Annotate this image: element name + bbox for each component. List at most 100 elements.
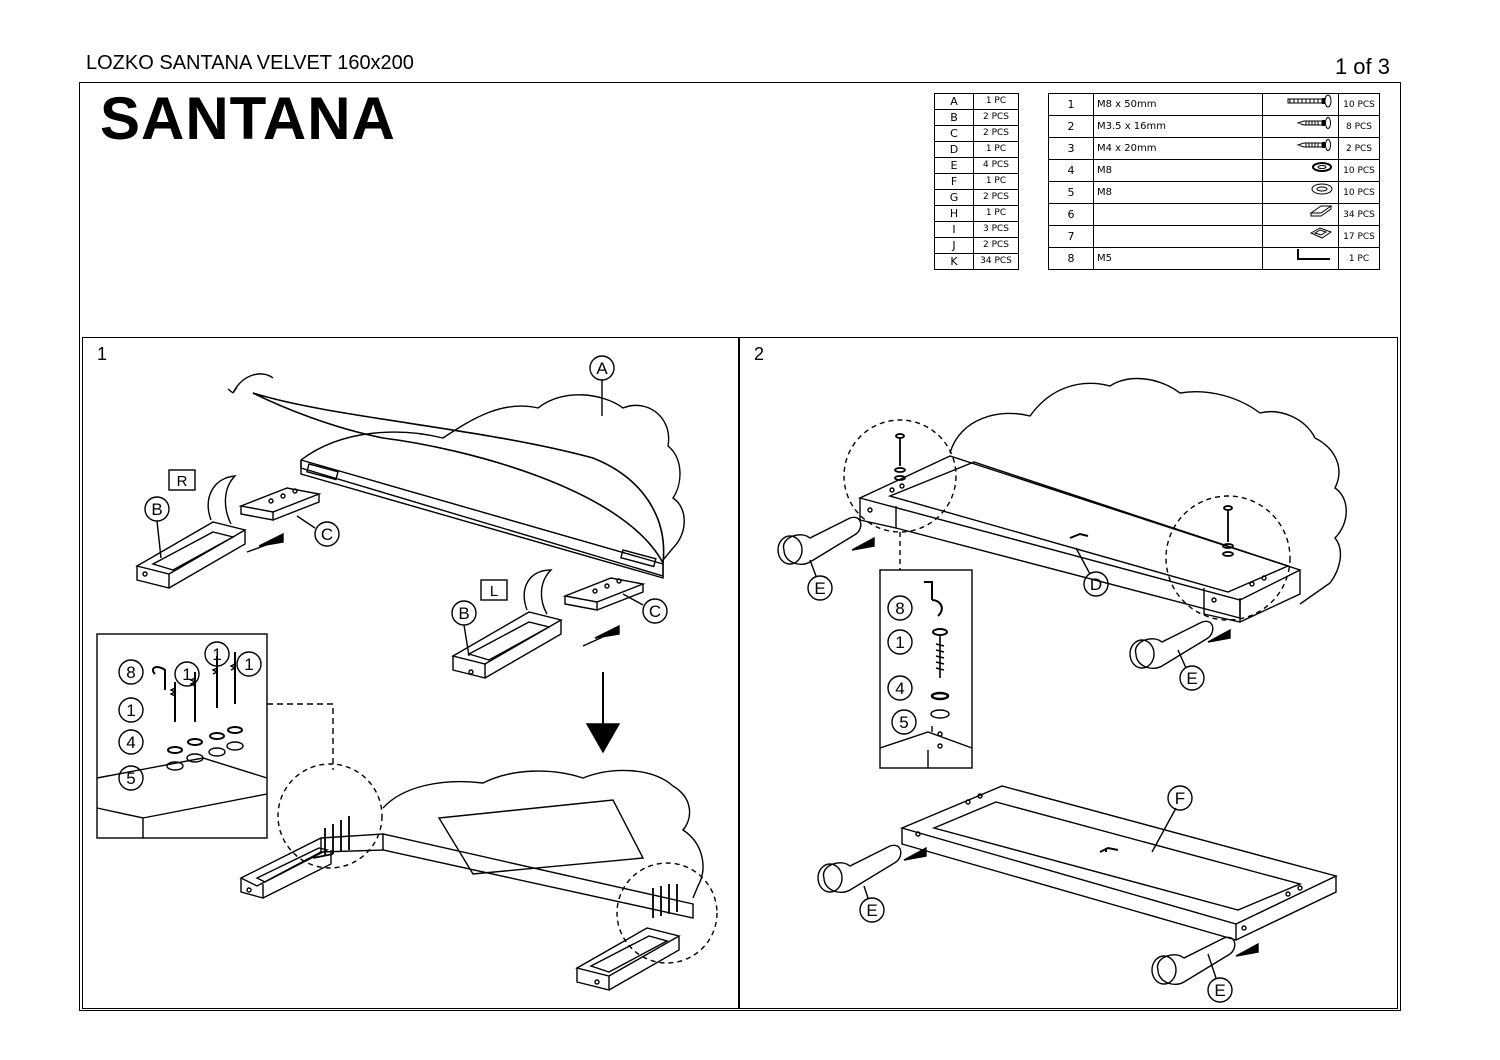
leg-e — [817, 844, 902, 894]
plate-icon — [1262, 203, 1339, 226]
hardware-qty: 10 PCS — [1338, 181, 1380, 204]
side-label: R — [177, 473, 188, 490]
hardware-qty: 1 PC — [1338, 247, 1380, 270]
callout-label: 4 — [895, 679, 904, 698]
part-letter: H — [934, 205, 974, 222]
step-number: 2 — [754, 344, 765, 364]
callout-label: F — [1175, 789, 1185, 808]
part-letter: D — [934, 141, 974, 158]
step-2-panel: 2 — [739, 337, 1398, 1009]
hardware-number: 6 — [1048, 203, 1094, 226]
callout-label: E — [1186, 669, 1197, 688]
hardware-row: 8 M5 1 PC — [1048, 247, 1380, 270]
callout-label: E — [866, 901, 877, 920]
callout-label: 5 — [899, 713, 908, 732]
frame-f — [899, 785, 1339, 941]
direction-arrow — [582, 635, 606, 647]
step-1-panel: 1 — [82, 337, 739, 1009]
callout-labels: A B C B C 8 1 1 1 1 4 5 R L — [126, 359, 661, 788]
hardware-number: 3 — [1048, 137, 1094, 160]
callout-label: E — [814, 579, 825, 598]
hardware-row: 5 M8 10 PCS — [1048, 181, 1380, 204]
hardware-qty: 10 PCS — [1338, 159, 1380, 182]
part-letter: K — [934, 253, 974, 270]
part-letter: F — [934, 173, 974, 190]
hardware-spec — [1093, 225, 1263, 248]
headboard-illustration — [227, 373, 685, 579]
callout-label: 1 — [212, 645, 221, 664]
hardware-spec: M8 — [1093, 181, 1263, 204]
hardware-qty: 8 PCS — [1338, 115, 1380, 138]
hardware-spec: M5 — [1093, 247, 1263, 270]
rail-b-right — [135, 521, 247, 589]
part-qty: 2 PCS — [973, 189, 1019, 206]
allen-key-icon — [1262, 247, 1339, 270]
page-indicator: 1 of 3 — [1334, 54, 1390, 79]
part-qty: 34 PCS — [973, 253, 1019, 270]
detail-zoom-ring — [1165, 495, 1291, 621]
plate-c-left — [562, 577, 646, 611]
hardware-spec: M8 — [1093, 159, 1263, 182]
hardware-number: 8 — [1048, 247, 1094, 270]
hardware-number: 1 — [1048, 93, 1094, 116]
part-letter: B — [934, 109, 974, 126]
hardware-qty: 34 PCS — [1338, 203, 1380, 226]
hardware-qty: 10 PCS — [1338, 93, 1380, 116]
callout-label: 8 — [895, 599, 904, 618]
hardware-number: 5 — [1048, 181, 1094, 204]
hardware-spec: M4 x 20mm — [1093, 137, 1263, 160]
part-letter: C — [934, 125, 974, 142]
side-label: L — [490, 583, 498, 600]
step-number: 1 — [97, 344, 108, 364]
assembled-headboard — [239, 763, 718, 991]
plate-c-right — [238, 487, 322, 521]
direction-arrow — [851, 536, 875, 551]
callout-label: D — [1090, 575, 1102, 594]
callout-label: C — [321, 525, 333, 544]
instruction-sheet-frame — [79, 82, 1401, 1011]
direction-arrow — [258, 532, 284, 547]
step-1-illustration: A B C B C 8 1 1 1 1 4 5 R L — [96, 355, 718, 991]
brand-name: SANTANA — [100, 85, 396, 152]
part-qty: 4 PCS — [973, 157, 1019, 174]
direction-arrow — [1235, 942, 1259, 957]
callout-label: A — [596, 359, 608, 378]
headboard-with-crossbar — [857, 377, 1347, 623]
part-qty: 1 PC — [973, 141, 1019, 158]
part-qty: 3 PCS — [973, 221, 1019, 238]
hardware-row: 3 M4 x 20mm 2 PCS — [1048, 137, 1380, 160]
hardware-spec: M3.5 x 16mm — [1093, 115, 1263, 138]
part-qty: 2 PCS — [973, 109, 1019, 126]
rail-bracket — [207, 475, 237, 525]
down-arrow-icon — [585, 723, 621, 754]
hardware-qty: 17 PCS — [1338, 225, 1380, 248]
spring-washer-icon — [1262, 159, 1339, 182]
part-letter: I — [934, 221, 974, 238]
direction-arrow — [1207, 628, 1231, 643]
direction-arrow — [594, 624, 620, 639]
rail-bracket — [523, 569, 553, 615]
flat-washer-icon — [1262, 181, 1339, 204]
hardware-row: 7 17 PCS — [1048, 225, 1380, 248]
callout-label: 8 — [126, 663, 135, 682]
hardware-table: 1 M8 x 50mm 10 PCS 2 M3.5 x 16mm 8 PCS 3… — [1048, 93, 1380, 270]
rail-b-left — [451, 611, 563, 679]
hardware-row: 4 M8 10 PCS — [1048, 159, 1380, 182]
part-qty: 2 PCS — [973, 125, 1019, 142]
detail-inset — [879, 569, 973, 769]
hardware-row: 2 M3.5 x 16mm 8 PCS — [1048, 115, 1380, 138]
bolt-stack — [894, 433, 1234, 557]
callout-label: E — [1214, 981, 1225, 1000]
